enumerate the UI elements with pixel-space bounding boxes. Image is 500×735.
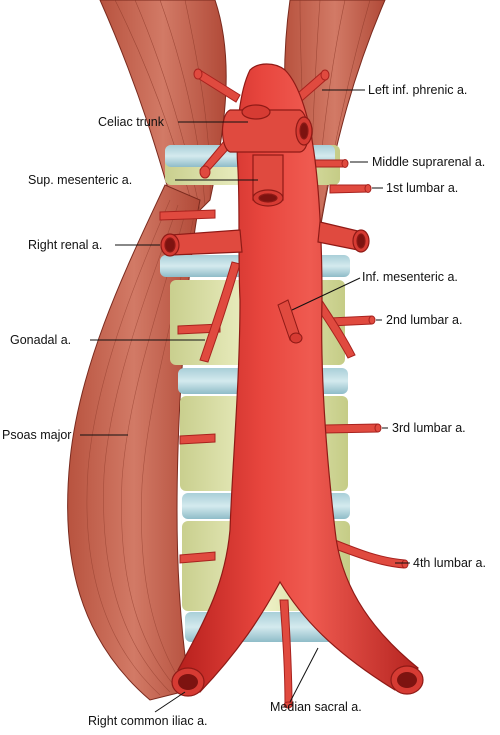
label-psoas-major: Psoas major xyxy=(2,428,72,442)
label-celiac-trunk: Celiac trunk xyxy=(98,115,164,129)
label-right-common-iliac: Right common iliac a. xyxy=(88,714,208,728)
label-sup-mesenteric: Sup. mesenteric a. xyxy=(28,173,133,187)
label-fourth-lumbar: 4th lumbar a. xyxy=(413,556,486,570)
abdominal-aorta xyxy=(171,63,424,697)
label-median-sacral: Median sacral a. xyxy=(270,700,362,714)
superior-mesenteric-artery xyxy=(252,154,284,207)
label-left-inf-phrenic: Left inf. phrenic a. xyxy=(368,83,468,97)
renal-arteries xyxy=(160,221,370,257)
label-third-lumbar: 3rd lumbar a. xyxy=(392,421,466,435)
label-gonadal: Gonadal a. xyxy=(10,333,72,347)
celiac-trunk xyxy=(221,104,313,153)
label-right-renal: Right renal a. xyxy=(28,238,103,252)
label-second-lumbar: 2nd lumbar a. xyxy=(386,313,463,327)
label-middle-suprarenal: Middle suprarenal a. xyxy=(372,155,486,169)
label-inf-mesenteric: Inf. mesenteric a. xyxy=(362,270,458,284)
leader-lines xyxy=(80,89,410,713)
inferior-mesenteric-artery xyxy=(277,299,303,344)
label-first-lumbar: 1st lumbar a. xyxy=(386,181,459,195)
